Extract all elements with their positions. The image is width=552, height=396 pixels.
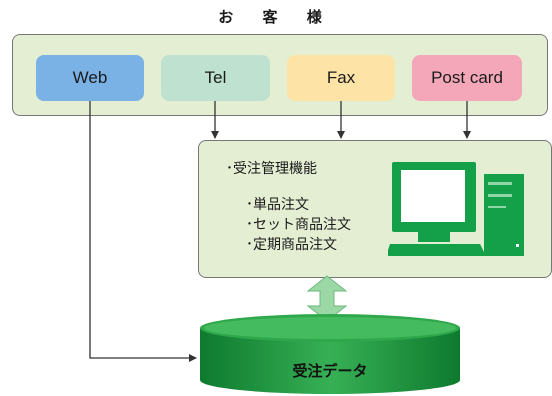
arrow-web-to-database — [89, 101, 197, 362]
order-type-subscription: ･定期商品注文 — [246, 237, 337, 253]
database-icon — [200, 314, 460, 394]
customer-heading: お 客 様 — [218, 8, 334, 26]
order-management-title: ･受注管理機能 — [226, 161, 317, 177]
database-label: 受注データ — [292, 362, 368, 380]
channel-fax: Fax — [287, 55, 395, 101]
channel-web: Web — [36, 55, 144, 101]
order-type-single: ･単品注文 — [246, 197, 309, 213]
channel-post-card: Post card — [412, 55, 522, 101]
channel-tel: Tel — [161, 55, 270, 101]
computer-icon — [388, 162, 524, 256]
order-type-set: ･セット商品注文 — [246, 217, 351, 233]
